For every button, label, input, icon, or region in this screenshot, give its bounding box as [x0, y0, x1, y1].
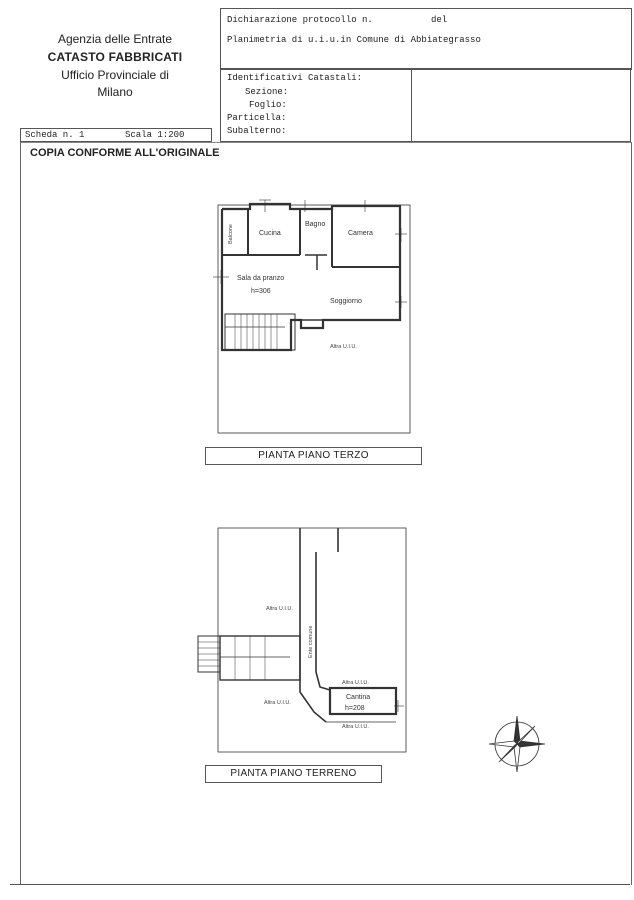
city-name: Milano: [97, 85, 133, 99]
room-cantina: Cantina: [346, 694, 370, 701]
bottom-rule: [10, 884, 630, 885]
room-altra-cantina-bottom: Altra U.I.U.: [342, 724, 369, 730]
room-soggiorno: Soggiorno: [330, 298, 362, 305]
protocol-box: Dichiarazione protocollo n. del Planimet…: [220, 8, 632, 70]
sezione-label: Sezione:: [245, 87, 289, 97]
identificativi-extra-box: [410, 68, 631, 142]
room-bagno: Bagno: [305, 221, 325, 228]
upper-plan-title-text: PIANTA PIANO TERZO: [258, 450, 369, 461]
room-altra-top: Altra U.I.U.: [266, 606, 293, 612]
ground-plan-title-text: PIANTA PIANO TERRENO: [230, 768, 357, 779]
subalterno-label: Subalterno:: [227, 126, 287, 136]
planimetria-text: Planimetria di u.i.u.in Comune di Abbiat…: [227, 35, 481, 45]
compass-rose-icon: [488, 715, 546, 773]
office-name: Ufficio Provinciale di: [61, 68, 169, 82]
room-balcone: Balcone: [228, 224, 234, 244]
protocol-del: del: [431, 15, 448, 25]
foglio-label: Foglio:: [249, 100, 287, 110]
identificativi-box: Identificativi Catastali: Sezione: Fogli…: [220, 68, 412, 142]
scheda-label: Scheda n. 1: [25, 130, 85, 140]
main-frame: [20, 142, 632, 885]
room-altra-left: Altra U.I.U.: [264, 700, 291, 706]
room-cucina: Cucina: [259, 230, 281, 237]
room-sala: Sala da pranzo: [237, 275, 284, 282]
room-camera: Camera: [348, 230, 373, 237]
protocol-label: Dichiarazione protocollo n.: [227, 15, 373, 25]
scheda-box: Scheda n. 1 Scala 1:200: [20, 128, 212, 142]
department-name: CATASTO FABBRICATI: [47, 50, 183, 64]
agency-header: Agenzia delle Entrate CATASTO FABBRICATI…: [20, 6, 210, 128]
upper-floor-plan: Balcone Cucina Bagno Camera Sala da pran…: [213, 199, 411, 434]
room-cantina-height: h=208: [345, 705, 365, 712]
ground-floor-plan: Altra U.I.U. Altra U.I.U. Ente comune Al…: [197, 527, 407, 753]
identificativi-label: Identificativi Catastali:: [227, 73, 363, 83]
agency-name: Agenzia delle Entrate: [57, 32, 173, 46]
copia-conforme: COPIA CONFORME ALL'ORIGINALE: [30, 147, 220, 159]
upper-plan-title: PIANTA PIANO TERZO: [205, 447, 422, 465]
room-ente: Ente comune: [308, 626, 314, 658]
room-altra: Altra U.I.U.: [330, 344, 357, 350]
room-altra-cantina-top: Altra U.I.U.: [342, 680, 369, 686]
particella-label: Particella:: [227, 113, 287, 123]
ground-plan-title: PIANTA PIANO TERRENO: [205, 765, 382, 783]
scala-label: Scala 1:200: [125, 130, 185, 140]
room-height: h=306: [251, 288, 271, 295]
